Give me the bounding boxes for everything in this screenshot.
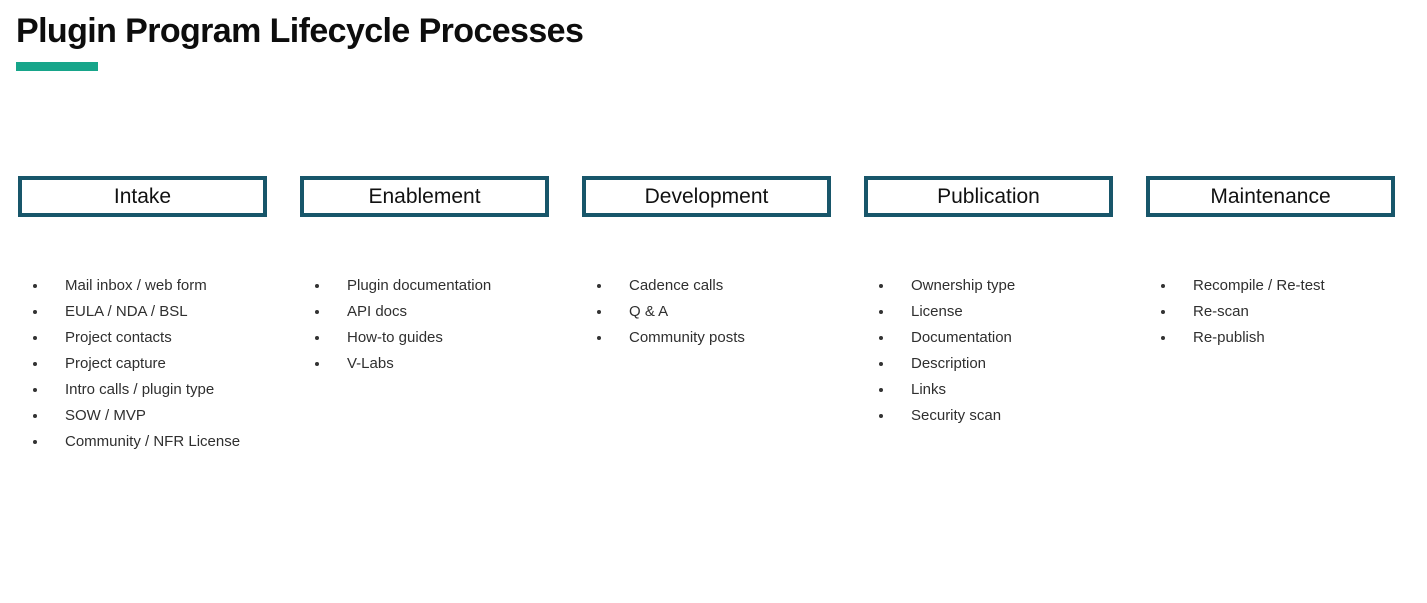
list-item: Plugin documentation	[300, 273, 549, 299]
list-item-label: API docs	[347, 303, 408, 320]
list-item: Project capture	[18, 351, 267, 377]
list-item-label: Mail inbox / web form	[65, 277, 207, 294]
list-item: SOW / MVP	[18, 403, 267, 429]
list-item: Re-scan	[1146, 299, 1395, 325]
list-item: Community / NFR License	[18, 429, 267, 455]
list-item: Security scan	[864, 403, 1113, 429]
list-item-label: Description	[911, 355, 987, 372]
list-item-label: EULA / NDA / BSL	[65, 303, 188, 320]
list-item-label: V-Labs	[347, 355, 394, 372]
list-item-label: Security scan	[911, 407, 1002, 424]
page-title: Plugin Program Lifecycle Processes	[16, 12, 584, 50]
list-item-label: Re-scan	[1193, 303, 1249, 320]
list-item-label: Documentation	[911, 329, 1012, 346]
list-item-label: Links	[911, 381, 947, 398]
bullet-dot-icon	[879, 414, 883, 418]
list-item: Mail inbox / web form	[18, 273, 267, 299]
phase-header-box-enablement[interactable]: Enablement	[300, 176, 549, 217]
phase-header-box-intake[interactable]: Intake	[18, 176, 267, 217]
list-item-label: Intro calls / plugin type	[65, 381, 215, 398]
list-item: Q & A	[582, 299, 831, 325]
list-item: V-Labs	[300, 351, 549, 377]
bullet-dot-icon	[315, 284, 319, 288]
bullet-dot-icon	[879, 310, 883, 314]
bullet-dot-icon	[33, 362, 37, 366]
bullet-dot-icon	[879, 362, 883, 366]
bullet-dot-icon	[879, 284, 883, 288]
bullet-dot-icon	[33, 284, 37, 288]
list-item-label: Ownership type	[911, 277, 1016, 294]
list-item: How-to guides	[300, 325, 549, 351]
bullet-dot-icon	[33, 388, 37, 392]
list-item-label: Community posts	[629, 329, 745, 346]
bullet-dot-icon	[597, 310, 601, 314]
list-item: API docs	[300, 299, 549, 325]
list-item-label: Cadence calls	[629, 277, 724, 294]
list-item: Description	[864, 351, 1113, 377]
phase-label: Development	[644, 184, 769, 208]
phase-header-box-development[interactable]: Development	[582, 176, 831, 217]
phase-label: Intake	[113, 184, 172, 208]
list-item-label: How-to guides	[347, 329, 443, 346]
title-block: Plugin Program Lifecycle Processes	[16, 10, 1216, 71]
list-item: Documentation	[864, 325, 1113, 351]
list-item: Ownership type	[864, 273, 1113, 299]
list-item: License	[864, 299, 1113, 325]
phase-header-box-publication[interactable]: Publication	[864, 176, 1113, 217]
list-item-label: Q & A	[629, 303, 669, 320]
phase-label: Enablement	[368, 184, 481, 208]
bullet-dot-icon	[315, 336, 319, 340]
bullet-dot-icon	[1161, 336, 1165, 340]
bullet-dot-icon	[597, 284, 601, 288]
list-item-label: License	[911, 303, 963, 320]
list-item-label: Re-publish	[1193, 329, 1265, 346]
list-item: Project contacts	[18, 325, 267, 351]
phase-header-box-maintenance[interactable]: Maintenance	[1146, 176, 1395, 217]
list-item: Cadence calls	[582, 273, 831, 299]
list-item: Recompile / Re-test	[1146, 273, 1395, 299]
list-item: EULA / NDA / BSL	[18, 299, 267, 325]
list-item: Links	[864, 377, 1113, 403]
bullet-dot-icon	[597, 336, 601, 340]
list-item: Re-publish	[1146, 325, 1395, 351]
list-item: Community posts	[582, 325, 831, 351]
bullet-dot-icon	[315, 310, 319, 314]
bullet-dot-icon	[33, 440, 37, 444]
list-item-label: Recompile / Re-test	[1193, 277, 1325, 294]
list-item: Intro calls / plugin type	[18, 377, 267, 403]
bullet-dot-icon	[33, 310, 37, 314]
bullet-dot-icon	[1161, 284, 1165, 288]
bullet-dot-icon	[33, 336, 37, 340]
bullet-dot-icon	[879, 336, 883, 340]
list-item-label: Plugin documentation	[347, 277, 492, 294]
list-item-label: SOW / MVP	[65, 407, 146, 424]
phase-label: Maintenance	[1210, 184, 1331, 208]
phase-label: Publication	[937, 184, 1040, 208]
bullet-dot-icon	[315, 362, 319, 366]
list-item-label: Project contacts	[65, 329, 172, 346]
list-item-label: Community / NFR License	[65, 433, 241, 450]
bullet-dot-icon	[1161, 310, 1165, 314]
list-item-label: Project capture	[65, 355, 166, 372]
title-accent-bar	[16, 62, 98, 71]
bullet-dot-icon	[33, 414, 37, 418]
bullet-dot-icon	[879, 388, 883, 392]
phase-item-list: Cadence calls Q & A Community posts	[582, 273, 831, 351]
